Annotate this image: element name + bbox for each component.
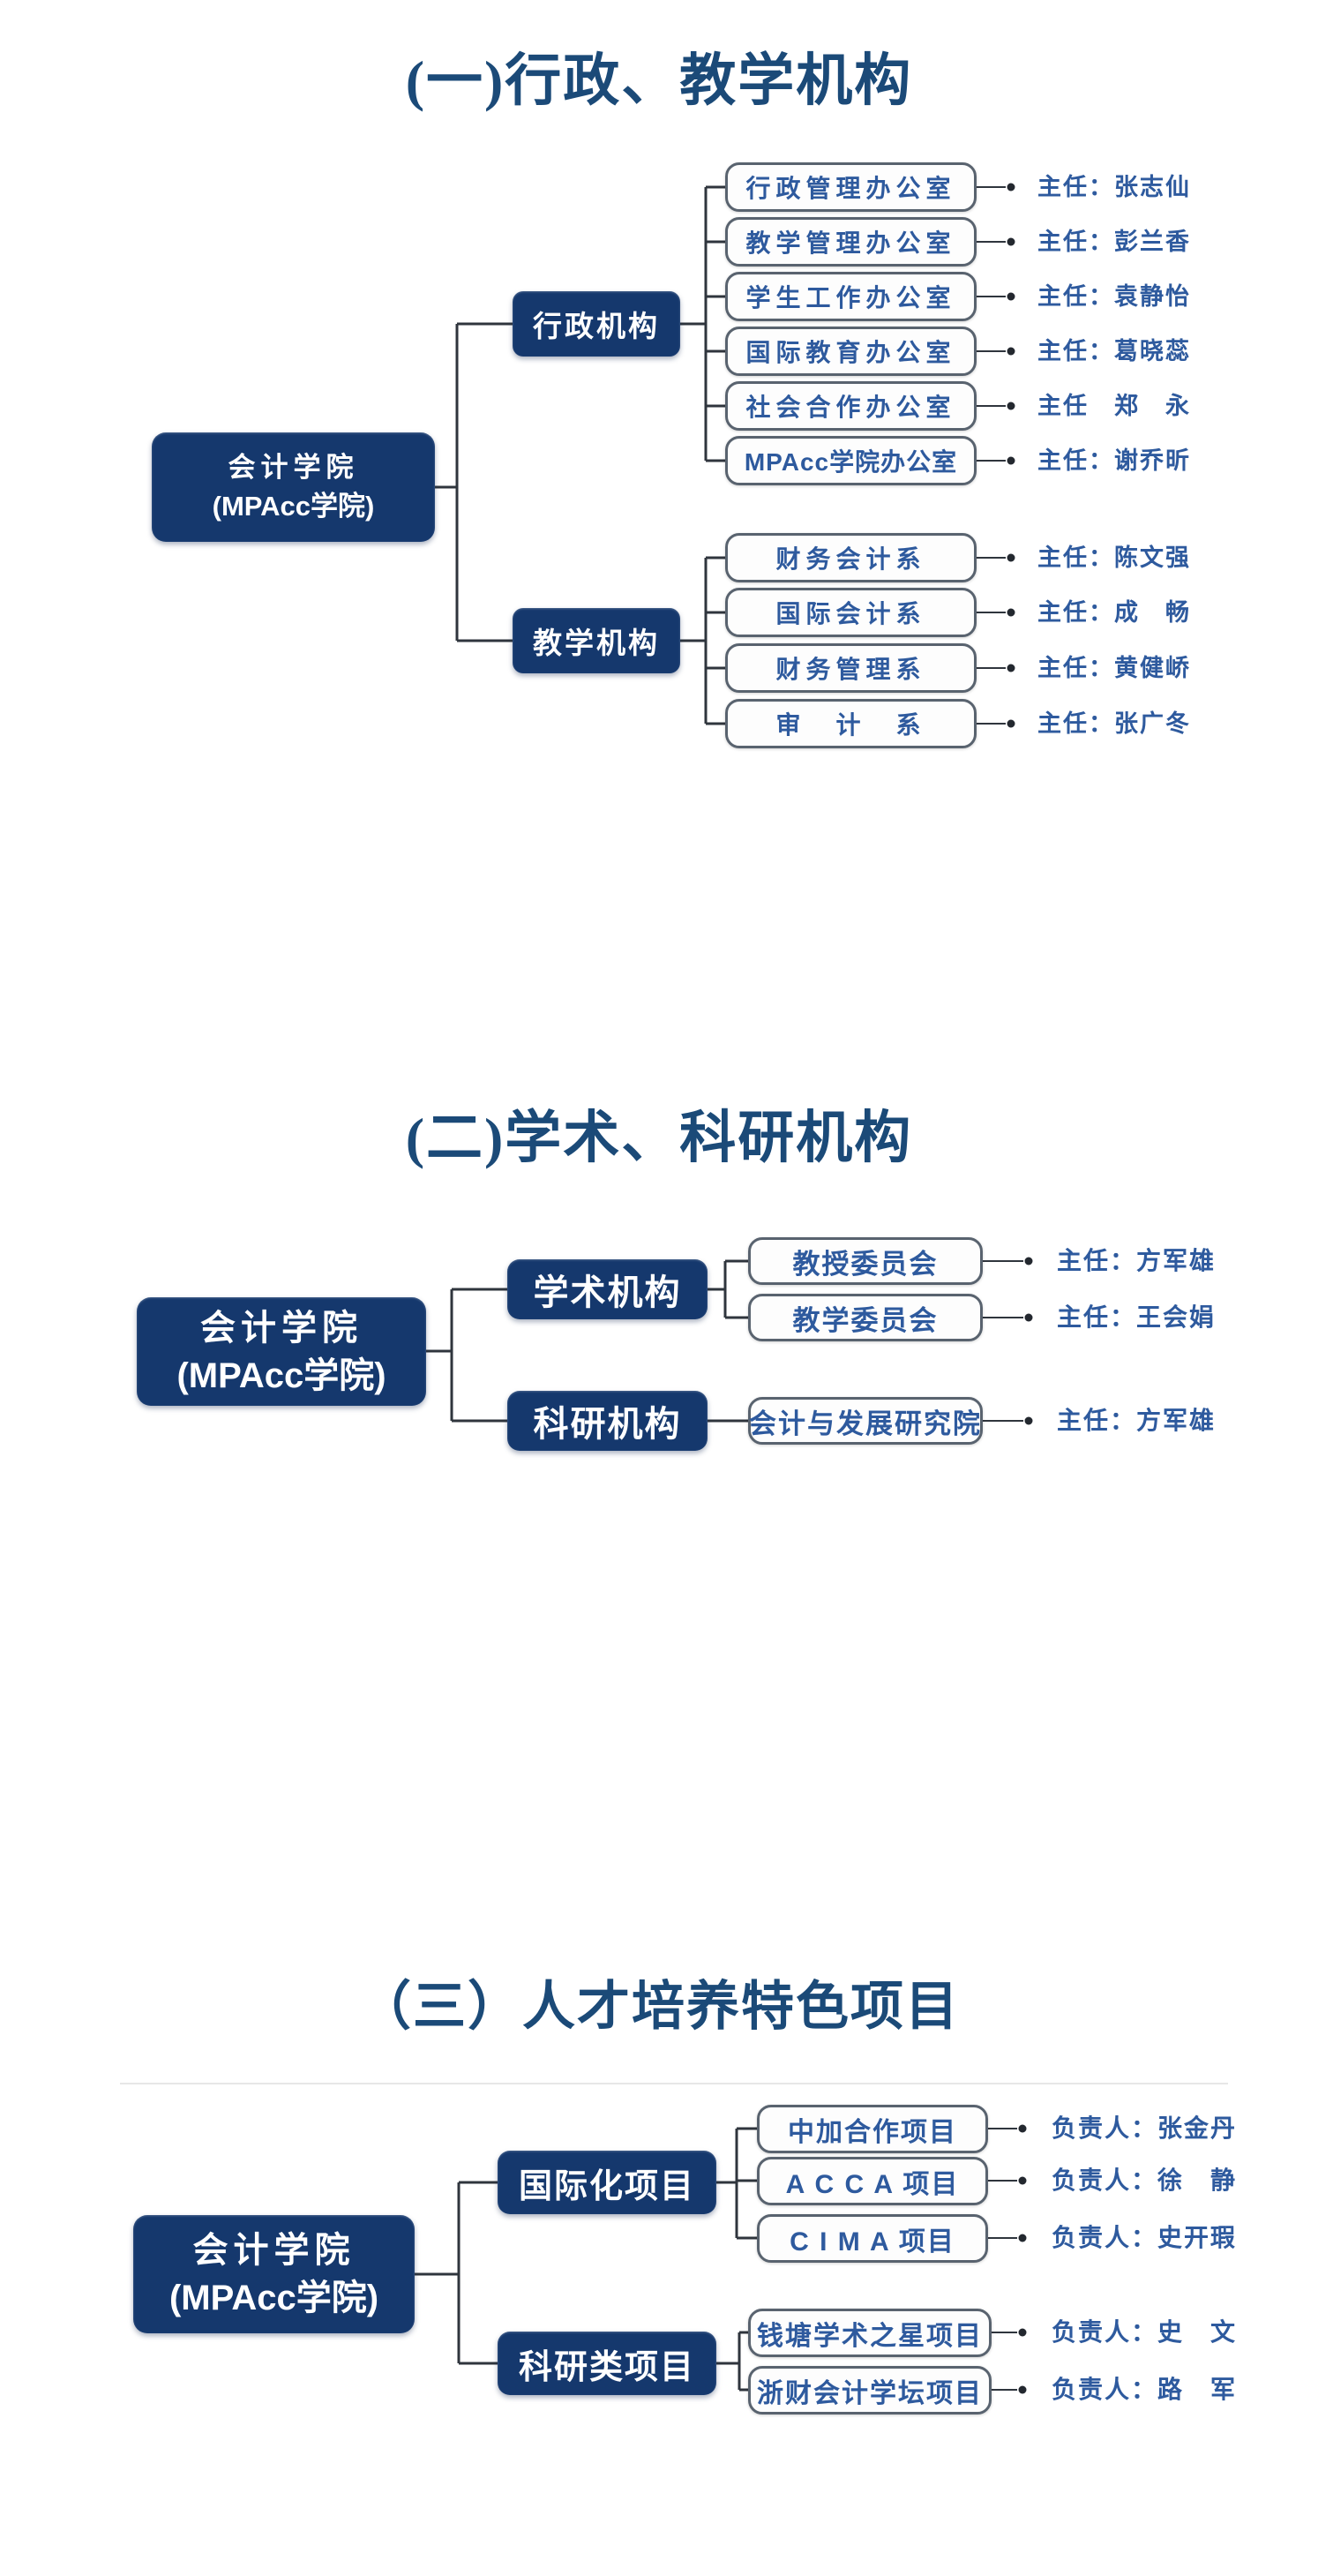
section2-title: (二)学术、科研机构: [405, 1107, 913, 1169]
leader-label: 主任：张广冬: [1037, 710, 1191, 737]
chart1-root-node: 会计学院 (MPAcc学院): [152, 432, 435, 542]
leaf-node: 教学委员会: [748, 1294, 983, 1341]
leader-label: 负责人：路 军: [1052, 2376, 1238, 2403]
leader-label: 主任：彭兰香: [1037, 229, 1191, 255]
leaf-node: 钱塘学术之星项目: [748, 2309, 992, 2357]
branch-node-admin: 行政机构: [513, 291, 680, 357]
leader-label: 主任 郑 永: [1037, 393, 1191, 419]
root-line2: (MPAcc学院): [212, 491, 375, 522]
section3-title: （三）人才培养特色项目: [358, 1978, 960, 2036]
leaf-node: 国际会计系: [725, 588, 977, 637]
section3-frame-line: [120, 2083, 1228, 2084]
leaf-node: 教授委员会: [748, 1237, 983, 1285]
leader-label: 负责人：史开瑕: [1052, 2224, 1238, 2251]
chart2-root-node: 会计学院 (MPAcc学院): [137, 1297, 426, 1406]
leader-label: 负责人：徐 静: [1052, 2167, 1238, 2194]
leader-label: 主任：葛晓蕊: [1037, 338, 1191, 364]
leader-label: 主任：陈文强: [1037, 544, 1191, 571]
leaf-node: 浙财会计学坛项目: [748, 2366, 992, 2415]
leader-label: 主任：成 畅: [1037, 599, 1191, 626]
branch-node-research: 科研机构: [507, 1391, 708, 1451]
leaf-node: A C C A 项目: [757, 2157, 988, 2205]
leader-label: 主任：王会娟: [1057, 1303, 1217, 1331]
leaf-node: 财务会计系: [725, 533, 977, 582]
branch-node-academic: 学术机构: [507, 1259, 708, 1319]
leaf-node: MPAcc学院办公室: [725, 436, 977, 485]
leader-label: 主任：黄健峤: [1037, 655, 1191, 681]
section1-title: (一)行政、教学机构: [405, 49, 913, 112]
leaf-node: 审 计 系: [725, 699, 977, 748]
root-line1: 会计学院: [200, 1308, 363, 1348]
branch-node-research-projects: 科研类项目: [498, 2332, 716, 2395]
leader-label: 负责人：史 文: [1052, 2318, 1238, 2346]
leaf-node: 会计与发展研究院: [748, 1397, 983, 1445]
leader-label: 主任：方军雄: [1057, 1247, 1217, 1274]
root-line2: (MPAcc学院): [176, 1356, 386, 1395]
leader-label: 主任：方军雄: [1057, 1407, 1217, 1434]
leaf-node: 行政管理办公室: [725, 162, 977, 212]
leader-label: 主任：袁静怡: [1037, 283, 1191, 310]
branch-node-international: 国际化项目: [498, 2151, 716, 2214]
chart3-root-node: 会计学院 (MPAcc学院): [133, 2215, 415, 2333]
leaf-node: 社会合作办公室: [725, 381, 977, 431]
leaf-node: 学生工作办公室: [725, 272, 977, 321]
root-line2: (MPAcc学院): [168, 2279, 379, 2317]
leader-label: 负责人：张金丹: [1052, 2114, 1238, 2142]
leader-label: 主任：谢乔昕: [1037, 447, 1191, 474]
leaf-node: 中加合作项目: [757, 2105, 988, 2153]
leaf-node: 教学管理办公室: [725, 217, 977, 267]
root-line1: 会计学院: [228, 452, 359, 483]
leaf-node: 国际教育办公室: [725, 327, 977, 376]
leader-dots: [1007, 183, 1033, 2394]
branch-node-teaching: 教学机构: [513, 608, 680, 673]
leader-label: 主任：张志仙: [1037, 174, 1191, 200]
leaf-node: 财务管理系: [725, 643, 977, 693]
leaf-node: C I M A 项目: [757, 2214, 988, 2263]
root-line1: 会计学院: [192, 2231, 356, 2270]
